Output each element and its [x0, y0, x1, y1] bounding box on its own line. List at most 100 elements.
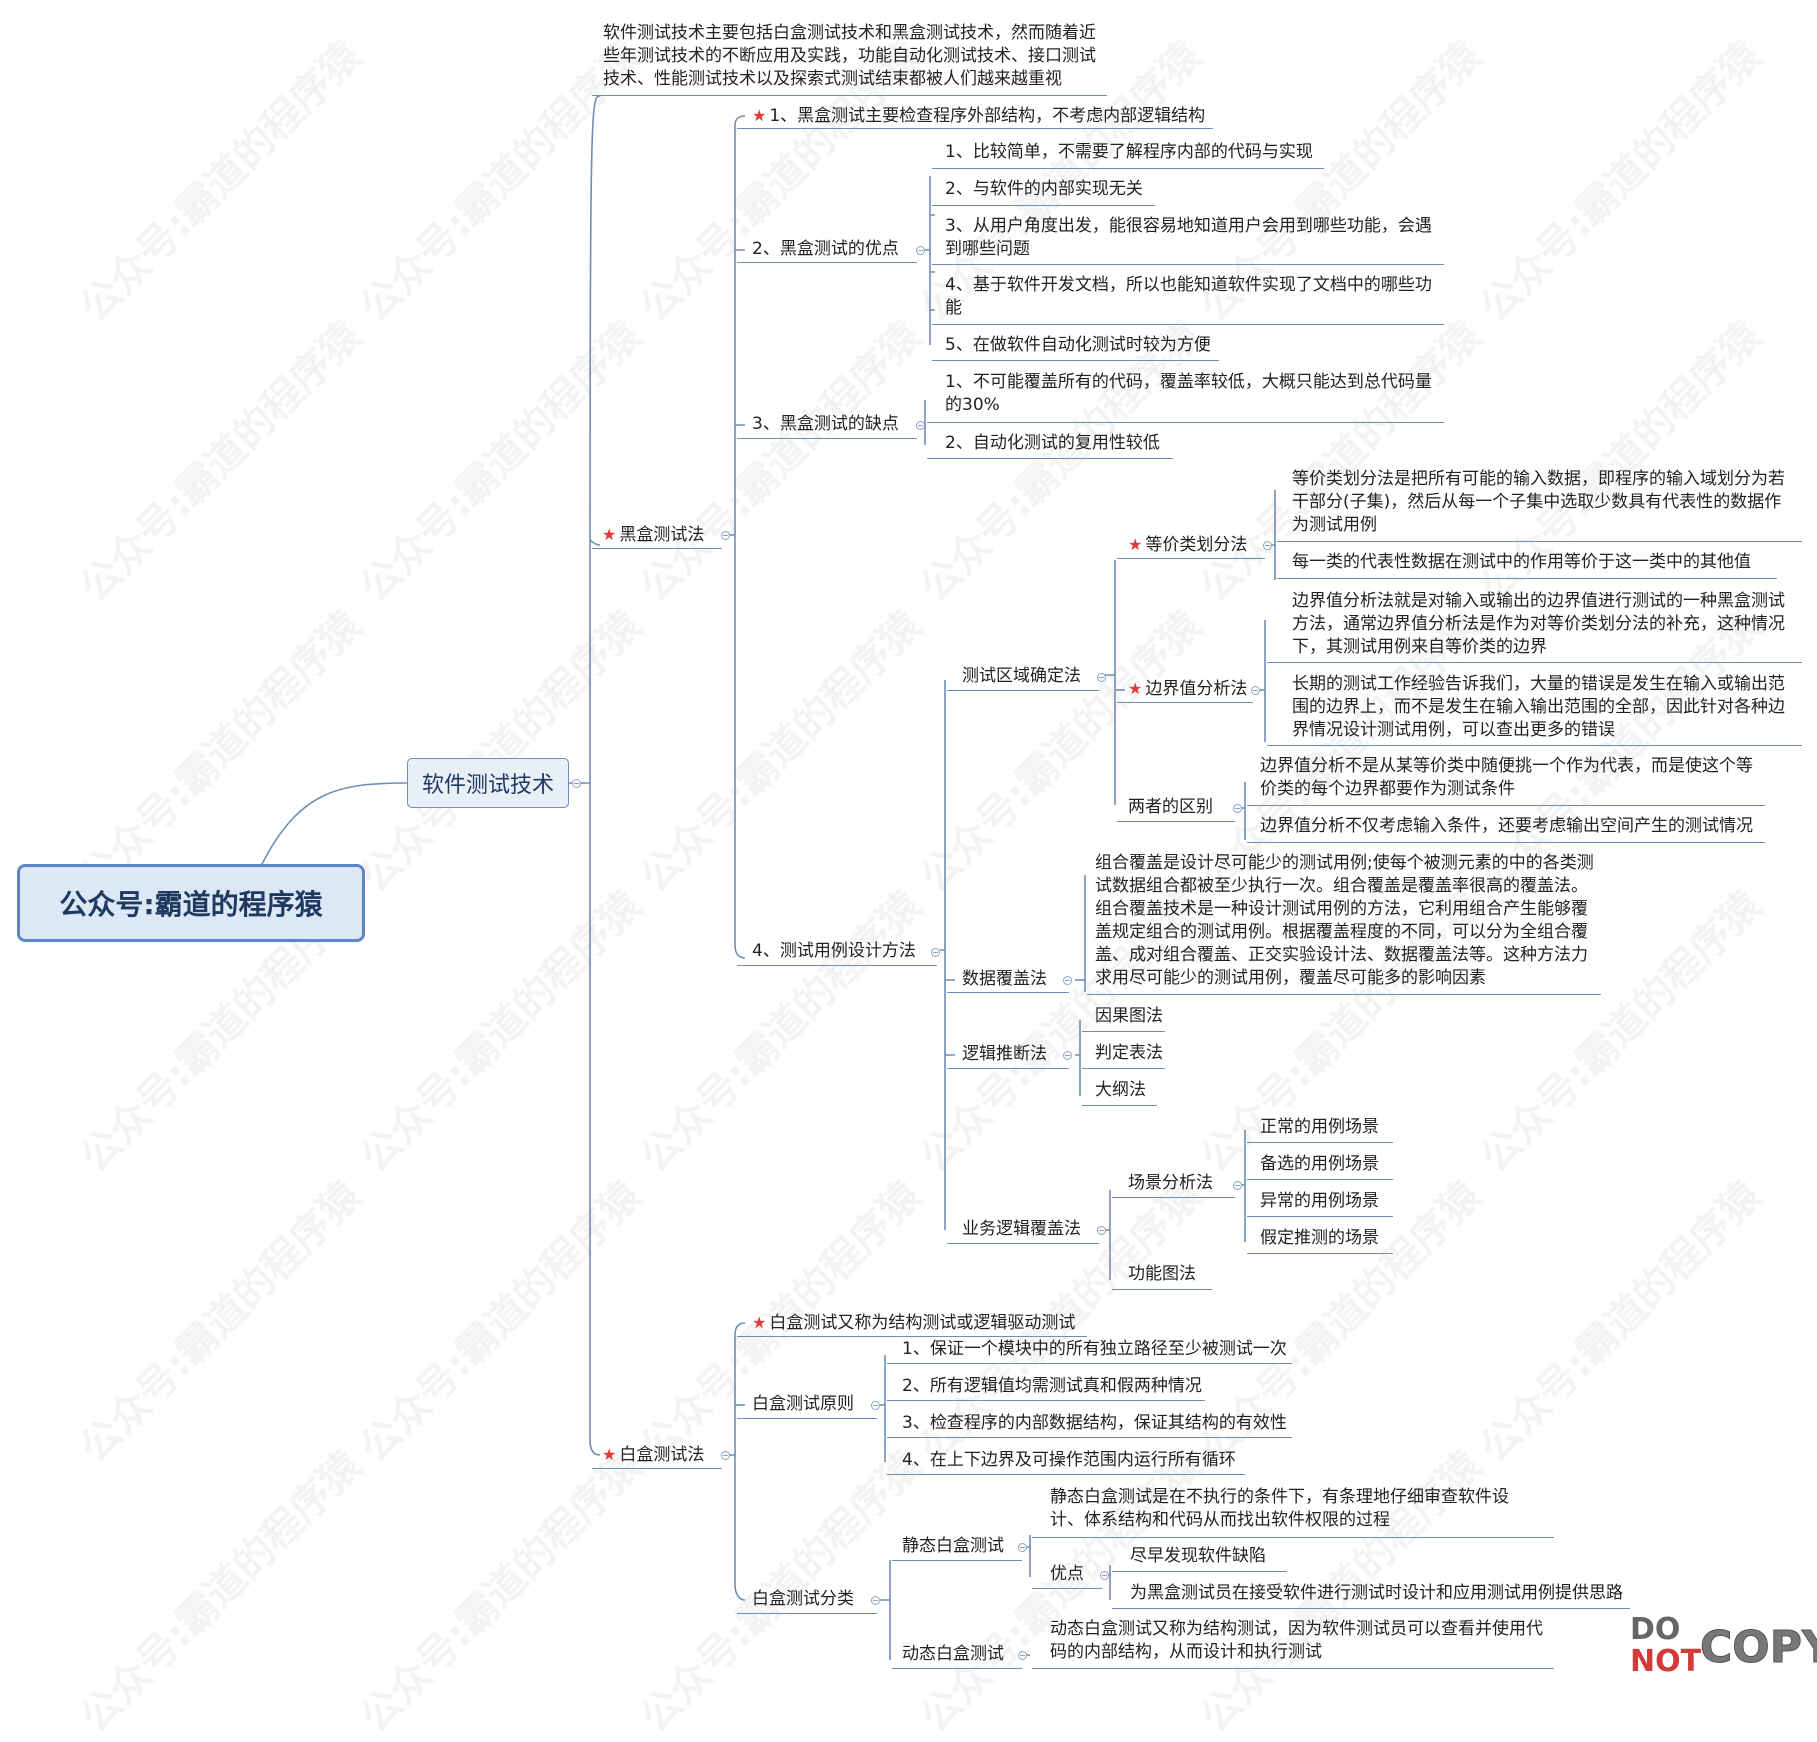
static-advantages-label: 优点: [1050, 1564, 1084, 1584]
underline: [1117, 558, 1265, 559]
static-advantages-node[interactable]: 优点: [1050, 1563, 1084, 1586]
underline: [1247, 1216, 1393, 1217]
classification-label: 白盒测试分类: [752, 1589, 854, 1609]
static-advantage-item: 尽早发现软件缺陷: [1130, 1545, 1266, 1568]
principle-item-text: 1、保证一个模块中的所有独立路径至少被测试一次: [902, 1339, 1287, 1359]
main-topic-node[interactable]: 软件测试技术: [407, 758, 569, 808]
underline: [887, 1400, 1205, 1401]
underline: [1112, 1197, 1235, 1198]
difference-label: 两者的区别: [1128, 797, 1213, 817]
collapse-toggle-blackbox[interactable]: [721, 531, 730, 540]
root-node[interactable]: 公众号:霸道的程序猿: [17, 864, 365, 942]
collapse-toggle-static[interactable]: [1018, 1543, 1027, 1552]
collapse-toggle-principles[interactable]: [871, 1401, 880, 1410]
advantage-item: 5、在做软件自动化测试时较为方便: [945, 334, 1211, 357]
collapse-toggle-business[interactable]: [1097, 1226, 1106, 1235]
star-icon: ★: [602, 1445, 617, 1464]
advantage-item-text: 2、与软件的内部实现无关: [945, 179, 1143, 199]
advantage-item-text: 4、基于软件开发文档，所以也能知道软件实现了文档中的哪些功能: [945, 275, 1432, 318]
logic-item-text: 因果图法: [1095, 1006, 1163, 1026]
whitebox-node[interactable]: ★白盒测试法: [602, 1443, 704, 1467]
collapse-toggle-domain[interactable]: [1097, 673, 1106, 682]
stamp-copy-text: COPY: [1700, 1622, 1817, 1674]
domain-method-label: 测试区域确定法: [962, 666, 1081, 686]
underline: [892, 1668, 1022, 1669]
underline: [947, 690, 1099, 691]
logic-item: 判定表法: [1095, 1042, 1163, 1065]
function-diagram-node[interactable]: 功能图法: [1128, 1263, 1196, 1286]
underline: [737, 965, 937, 966]
disadvantages-node[interactable]: 3、黑盒测试的缺点: [752, 413, 899, 436]
principles-label: 白盒测试原则: [752, 1394, 854, 1414]
scenario-item: 正常的用例场景: [1260, 1116, 1379, 1139]
scenario-item-text: 备选的用例场景: [1260, 1154, 1379, 1174]
collapse-toggle-disadvantages[interactable]: [916, 421, 925, 430]
underline: [737, 1613, 877, 1614]
collapse-toggle-difference[interactable]: [1233, 804, 1242, 813]
underline: [887, 1474, 1245, 1475]
underline: [592, 1468, 722, 1469]
underline: [932, 360, 1219, 361]
collapse-toggle-design[interactable]: [931, 948, 940, 957]
logic-method-label: 逻辑推断法: [962, 1044, 1047, 1064]
principle-item: 2、所有逻辑值均需测试真和假两种情况: [902, 1375, 1202, 1398]
collapse-toggle-boundary[interactable]: [1251, 686, 1260, 695]
advantages-node[interactable]: 2、黑盒测试的优点: [752, 238, 899, 261]
static-whitebox-desc: 静态白盒测试是在不执行的条件下，有条理地仔细审查软件设计、体系结构和代码从而找出…: [1050, 1486, 1530, 1532]
underline: [737, 262, 917, 263]
logic-item: 因果图法: [1095, 1005, 1163, 1028]
underline: [1267, 662, 1802, 663]
underline: [592, 548, 722, 549]
collapse-toggle-equivalence[interactable]: [1263, 541, 1272, 550]
underline: [1082, 1031, 1165, 1032]
design-methods-node[interactable]: 4、测试用例设计方法: [752, 940, 916, 963]
difference-node[interactable]: 两者的区别: [1128, 796, 1213, 819]
underline: [927, 422, 1444, 423]
equivalence-node[interactable]: ★等价类划分法: [1128, 533, 1247, 557]
business-method-node[interactable]: 业务逻辑覆盖法: [962, 1218, 1081, 1241]
underline: [1277, 541, 1802, 542]
classification-node[interactable]: 白盒测试分类: [752, 1588, 854, 1611]
underline: [1117, 702, 1253, 703]
dynamic-whitebox-text: 动态白盒测试又称为结构测试，因为软件测试员可以查看并使用代码的内部结构，从而设计…: [1050, 1619, 1543, 1662]
domain-method-node[interactable]: 测试区域确定法: [962, 665, 1081, 688]
logic-item: 大纲法: [1095, 1079, 1146, 1102]
dynamic-whitebox-node[interactable]: 动态白盒测试: [902, 1643, 1004, 1666]
collapse-toggle-main[interactable]: [572, 779, 581, 788]
underline: [1032, 1537, 1554, 1538]
underline: [932, 264, 1444, 265]
static-whitebox-node[interactable]: 静态白盒测试: [902, 1535, 1004, 1558]
collapse-toggle-static-advantages[interactable]: [1100, 1571, 1109, 1580]
logic-method-node[interactable]: 逻辑推断法: [962, 1043, 1047, 1066]
underline: [927, 458, 1173, 459]
collapse-toggle-scenario[interactable]: [1233, 1181, 1242, 1190]
advantage-item-text: 3、从用户角度出发，能很容易地知道用户会用到哪些功能，会遇到哪些问题: [945, 216, 1432, 259]
scenario-node[interactable]: 场景分析法: [1128, 1172, 1213, 1195]
underline: [887, 1437, 1292, 1438]
do-not-copy-stamp: DO NOT COPY: [1622, 1612, 1817, 1682]
principle-item-text: 4、在上下边界及可操作范围内运行所有循环: [902, 1450, 1236, 1470]
underline: [592, 95, 1107, 96]
collapse-toggle-whitebox[interactable]: [721, 1451, 730, 1460]
difference-item-text: 边界值分析不仅考虑输入条件，还要考虑输出空间产生的测试情况: [1260, 816, 1753, 836]
principle-item-text: 2、所有逻辑值均需测试真和假两种情况: [902, 1376, 1202, 1396]
disadvantages-label: 3、黑盒测试的缺点: [752, 414, 899, 434]
advantage-item-text: 1、比较简单，不需要了解程序内部的代码与实现: [945, 142, 1313, 162]
principle-item-text: 3、检查程序的内部数据结构，保证其结构的有效性: [902, 1413, 1287, 1433]
boundary-node[interactable]: ★边界值分析法: [1128, 677, 1247, 701]
collapse-toggle-logic[interactable]: [1063, 1051, 1072, 1060]
boundary-item-text: 长期的测试工作经验告诉我们，大量的错误是发生在输入或输出范围的边界上，而不是发生…: [1292, 674, 1785, 740]
underline: [932, 205, 1155, 206]
underline: [737, 1418, 877, 1419]
principles-node[interactable]: 白盒测试原则: [752, 1393, 854, 1416]
coverage-method-node[interactable]: 数据覆盖法: [962, 968, 1047, 991]
underline: [737, 128, 1213, 129]
collapse-toggle-coverage[interactable]: [1063, 976, 1072, 985]
advantage-item: 1、比较简单，不需要了解程序内部的代码与实现: [945, 141, 1313, 164]
blackbox-node[interactable]: ★黑盒测试法: [602, 523, 704, 547]
collapse-toggle-advantages[interactable]: [916, 246, 925, 255]
collapse-toggle-classification[interactable]: [871, 1596, 880, 1605]
underline: [1247, 1253, 1393, 1254]
collapse-toggle-dynamic[interactable]: [1018, 1651, 1027, 1660]
intro-text: 软件测试技术主要包括白盒测试技术和黑盒测试技术，然而随着近些年测试技术的不断应用…: [603, 23, 1096, 89]
